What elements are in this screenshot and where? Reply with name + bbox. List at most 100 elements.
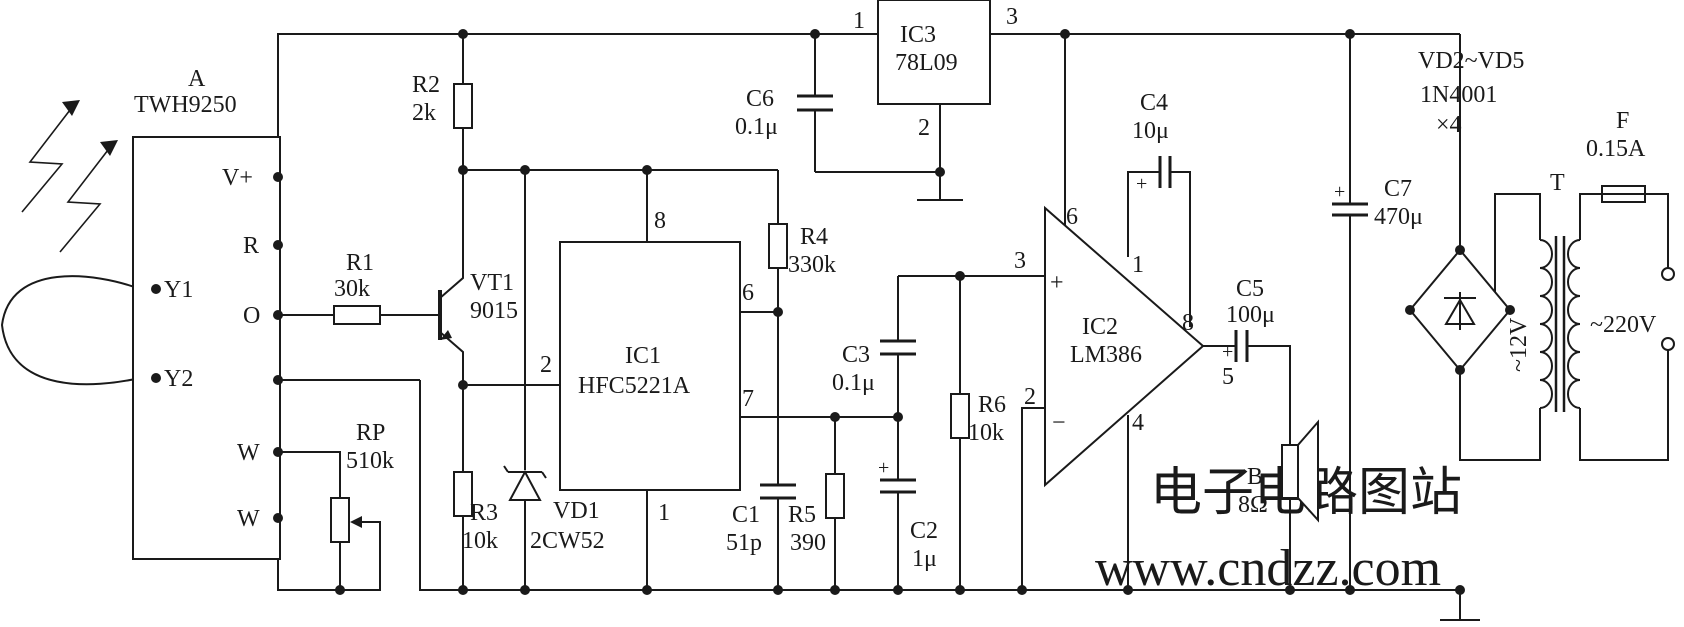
capacitor-c1: C1 51p [726, 483, 796, 556]
ic2-pin5: 5 [1222, 364, 1234, 390]
resistor-r3: R3 10k [453, 471, 498, 554]
r6-ref: R6 [978, 392, 1006, 418]
junctions [335, 29, 1465, 595]
module-pin-w2: W [237, 506, 260, 532]
c1-ref: C1 [732, 502, 760, 528]
r3-value: 10k [462, 528, 498, 554]
module-part: TWH9250 [134, 92, 237, 118]
vt1-ref: VT1 [470, 270, 514, 296]
ic3-pin2: 2 [918, 115, 930, 141]
c5-ref: C5 [1236, 276, 1264, 302]
capacitor-c6: C6 0.1μ [735, 86, 833, 140]
potentiometer-rp: RP 510k [330, 420, 394, 543]
zener-vd1: VD1 2CW52 [503, 465, 605, 554]
ic1-hfc5221a: IC1 HFC5221A 8 6 2 7 1 [540, 208, 754, 526]
c3-ref: C3 [842, 342, 870, 368]
transistor-vt1: VT1 9015 [425, 270, 518, 340]
watermark-url: www.cndzz.com [1095, 540, 1441, 597]
bridge-rectifier: VD2~VD5 1N4001 ×4 [1405, 48, 1524, 375]
ic2-lm386: IC2 LM386 6 3 1 8 2 4 5 + − [1014, 204, 1234, 488]
resistor-r4: R4 330k [768, 223, 836, 278]
ic2-plus: + [1050, 270, 1064, 296]
c5-plus: + [1222, 341, 1233, 363]
c6-value: 0.1μ [735, 114, 778, 140]
c2-ref: C2 [910, 518, 938, 544]
c7-value: 470μ [1374, 204, 1423, 230]
ic2-ref: IC2 [1082, 314, 1118, 340]
ic1-pin6: 6 [742, 280, 754, 306]
fuse-value: 0.15A [1586, 136, 1646, 162]
ic3-pin3: 3 [1006, 4, 1018, 30]
speaker-value: 8Ω [1238, 492, 1268, 518]
ic3-ref: IC3 [900, 22, 936, 48]
r4-ref: R4 [800, 224, 828, 250]
ic2-pin2: 2 [1024, 384, 1036, 410]
r6-value: 10k [968, 420, 1004, 446]
c4-plus: + [1136, 173, 1147, 195]
c6-ref: C6 [746, 86, 774, 112]
capacitor-c3: C3 0.1μ [832, 339, 916, 396]
c4-value: 10μ [1132, 118, 1169, 144]
capacitor-c5: + C5 100μ [1222, 276, 1275, 363]
c5-value: 100μ [1226, 302, 1275, 328]
vd1-value: 2CW52 [530, 528, 605, 554]
r1-ref: R1 [346, 250, 374, 276]
r2-value: 2k [412, 100, 436, 126]
capacitor-c4: + C4 10μ [1132, 90, 1172, 195]
ic3-78l09: IC3 78L09 1 3 2 [853, 0, 1018, 141]
ic2-minus: − [1052, 410, 1066, 436]
c7-ref: C7 [1384, 176, 1412, 202]
ic1-pin1: 1 [658, 500, 670, 526]
module-ref: A [188, 66, 206, 92]
ic2-pin8: 8 [1182, 310, 1194, 336]
module-pin-r: R [243, 233, 259, 259]
module-twh9250: A TWH9250 V+ R O ⊥ W W Y1 Y2 [132, 66, 283, 560]
fuse-f: F 0.15A [1586, 108, 1646, 203]
wires [0, 33, 1669, 621]
speaker-b: B 8Ω [1238, 419, 1319, 523]
rp-value: 510k [346, 448, 394, 474]
rp-ref: RP [356, 420, 385, 446]
c1-value: 51p [726, 530, 762, 556]
antenna-pin-y2: Y2 [164, 366, 193, 392]
c4-ref: C4 [1140, 90, 1168, 116]
ic2-value: LM386 [1070, 342, 1142, 368]
fuse-ref: F [1616, 108, 1629, 134]
ic2-pin3: 3 [1014, 248, 1026, 274]
r2-ref: R2 [412, 72, 440, 98]
capacitor-c7: + C7 470μ [1332, 176, 1423, 230]
c2-value: 1μ [912, 546, 937, 572]
r3-ref: R3 [470, 500, 498, 526]
module-pin-vplus: V+ [222, 165, 253, 191]
r5-ref: R5 [788, 502, 816, 528]
c7-plus: + [1334, 181, 1345, 203]
ic3-value: 78L09 [895, 50, 958, 76]
r4-value: 330k [788, 252, 836, 278]
transformer-t: T ~12V ~220V [1506, 170, 1675, 412]
transformer-secondary: ~12V [1506, 317, 1532, 372]
ic1-ref: IC1 [625, 343, 661, 369]
rf-signal-icon [21, 100, 118, 253]
ic1-pin7: 7 [742, 386, 754, 412]
resistor-r6: R6 10k [950, 392, 1006, 446]
bridge-qty: ×4 [1436, 112, 1462, 138]
bridge-ref: VD2~VD5 [1418, 48, 1524, 74]
module-pin-o: O [243, 303, 260, 329]
resistor-r5: R5 390 [788, 473, 845, 556]
vt1-value: 9015 [470, 298, 518, 324]
ic1-value: HFC5221A [578, 373, 691, 399]
ic1-pin8: 8 [654, 208, 666, 234]
transformer-primary: ~220V [1590, 312, 1657, 338]
ic3-pin1: 1 [853, 8, 865, 34]
bridge-part: 1N4001 [1420, 82, 1497, 108]
module-pin-w1: W [237, 440, 260, 466]
r1-value: 30k [334, 276, 370, 302]
transformer-ref: T [1550, 170, 1565, 196]
resistor-r2: R2 2k [412, 72, 473, 129]
c3-value: 0.1μ [832, 370, 875, 396]
resistor-r1: R1 30k [333, 250, 381, 325]
ic2-pin1: 1 [1132, 252, 1144, 278]
speaker-ref: B [1247, 464, 1263, 490]
r5-value: 390 [790, 530, 826, 556]
